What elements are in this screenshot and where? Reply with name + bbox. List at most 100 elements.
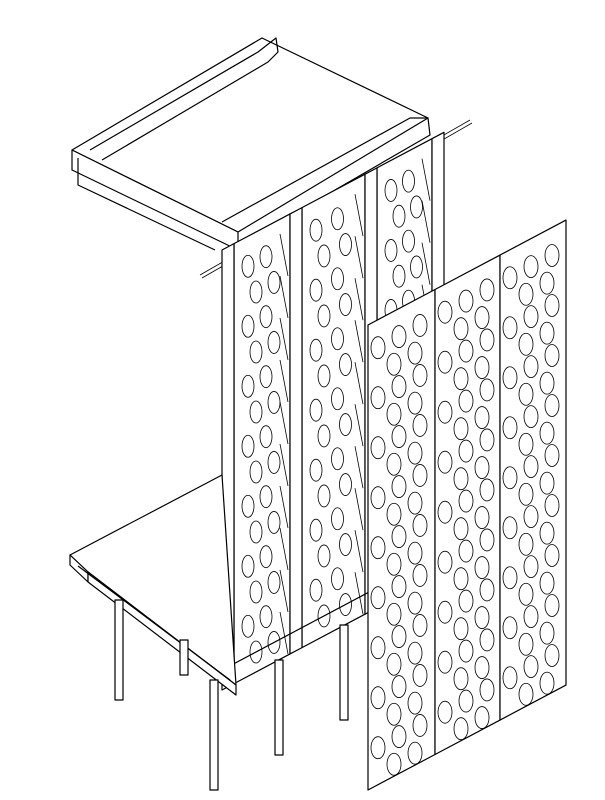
truss-diagonal <box>421 200 431 243</box>
perforation-hole <box>458 689 474 713</box>
perforation-hole <box>412 514 428 537</box>
perforation-hole <box>539 271 555 295</box>
perforation-hole <box>384 239 398 262</box>
perforation-hole <box>331 327 344 351</box>
perforation-hole <box>437 550 453 574</box>
perforation-hole <box>412 414 428 437</box>
screen-panel <box>367 288 436 791</box>
perforation-hole <box>407 741 423 765</box>
perforation-hole <box>331 387 344 411</box>
perforation-hole <box>309 458 323 482</box>
perforation-hole <box>453 667 469 691</box>
perforation-hole <box>523 605 539 629</box>
perforation-hole <box>523 405 539 429</box>
perforation-hole <box>386 652 402 676</box>
perforation-hole <box>370 386 386 410</box>
frame-column <box>289 207 303 655</box>
perforation-hole <box>523 255 539 279</box>
perforation-hole <box>386 752 402 776</box>
perforation-hole <box>309 278 323 302</box>
perforated-screen <box>367 219 567 791</box>
perforation-hole <box>544 494 560 517</box>
perforation-hole <box>544 644 560 667</box>
perforation-hole <box>539 471 555 495</box>
perforation-hole <box>317 604 331 628</box>
perforation-hole <box>453 617 469 641</box>
perforation-hole <box>241 314 255 338</box>
perforation-hole <box>402 169 415 193</box>
perforation-hole <box>259 365 273 389</box>
perforation-hole <box>309 338 323 362</box>
perforation-hole <box>249 520 263 544</box>
truss-diagonal <box>354 194 364 237</box>
perforation-hole <box>331 567 344 591</box>
perforation-hole <box>518 582 534 606</box>
perforation-hole <box>412 314 428 337</box>
perforation-hole <box>370 436 386 460</box>
truss-diagonal <box>354 572 364 615</box>
perforation-hole <box>539 571 555 595</box>
perforation-hole <box>391 425 407 448</box>
perforation-hole <box>339 473 352 496</box>
perforation-hole <box>386 452 402 476</box>
perforation-hole <box>407 391 423 415</box>
truss-diagonal <box>354 488 364 531</box>
floor-slab <box>69 474 349 791</box>
perforation-hole <box>502 266 518 290</box>
perforation-hole <box>523 555 539 579</box>
perforation-hole <box>339 533 352 556</box>
perforation-hole <box>370 636 386 660</box>
perforation-hole <box>241 614 255 638</box>
perforation-hole <box>249 460 263 484</box>
perforation-hole <box>410 195 423 219</box>
perforation-hole <box>544 344 560 367</box>
perforation-hole <box>339 293 352 316</box>
perforation-hole <box>309 578 323 602</box>
perforation-hole <box>370 486 386 510</box>
perforation-hole <box>241 374 255 398</box>
perforation-hole <box>453 367 469 391</box>
perforation-hole <box>518 382 534 406</box>
perforation-hole <box>249 280 263 304</box>
perforation-hole <box>453 467 469 491</box>
floor-legs <box>114 599 349 791</box>
perforation-hole <box>518 632 534 656</box>
perforation-hole <box>391 575 407 598</box>
perforation-hole <box>331 267 344 291</box>
perforation-hole <box>412 564 428 587</box>
perforation-hole <box>539 421 555 445</box>
perforation-hole <box>502 666 518 690</box>
perforation-hole <box>544 444 560 467</box>
perforation-hole <box>544 294 560 317</box>
perforation-hole <box>259 245 273 269</box>
perforation-hole <box>437 450 453 474</box>
perforation-hole <box>309 218 323 242</box>
perforation-hole <box>407 641 423 665</box>
perforation-hole <box>267 331 281 354</box>
perforation-hole <box>412 614 428 637</box>
truss-diagonal <box>354 320 364 363</box>
perforation-hole <box>386 552 402 576</box>
perforation-hole <box>412 714 428 737</box>
perforation-hole <box>249 580 263 604</box>
perforation-hole <box>474 606 490 629</box>
perforation-hole <box>339 413 352 436</box>
perforation-hole <box>539 371 555 395</box>
perforation-hole <box>370 586 386 610</box>
perforation-hole <box>539 621 555 645</box>
perforation-hole <box>309 518 323 542</box>
perforation-hole <box>412 464 428 487</box>
perforation-hole <box>458 639 474 663</box>
perforation-hole <box>523 505 539 529</box>
truss-diagonal <box>354 404 364 447</box>
perforation-hole <box>386 502 402 526</box>
perforation-hole <box>392 204 406 228</box>
perforation-hole <box>410 255 423 279</box>
truss-diagonal <box>279 401 289 445</box>
perforation-hole <box>502 566 518 590</box>
truss-diagonal <box>279 611 289 655</box>
perforation-hole <box>437 600 453 624</box>
perforation-hole <box>453 567 469 591</box>
perforation-hole <box>474 706 490 729</box>
perforation-hole <box>479 278 495 302</box>
